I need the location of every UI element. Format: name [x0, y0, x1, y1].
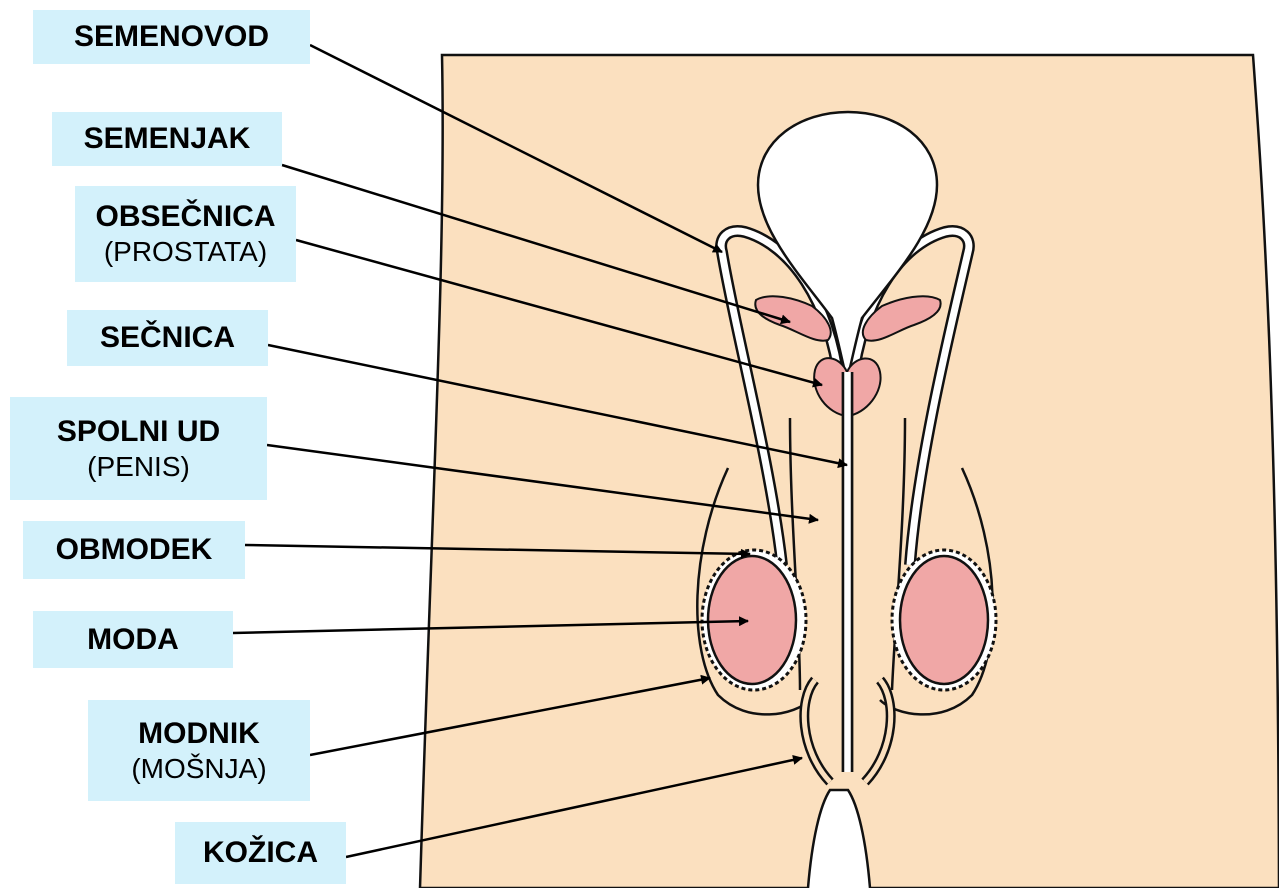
label-modnik-text: MODNIK — [138, 716, 260, 752]
label-secnica-text: SEČNICA — [100, 320, 235, 356]
label-spolni-ud-text: SPOLNI UD — [57, 414, 220, 450]
label-obsecnica-sub: (PROSTATA) — [104, 235, 267, 269]
label-kozica: KOŽICA — [175, 822, 346, 884]
label-modnik-sub: (MOŠNJA) — [131, 752, 266, 786]
testis-right — [892, 550, 996, 690]
label-kozica-text: KOŽICA — [203, 835, 318, 871]
label-modnik: MODNIK (MOŠNJA) — [88, 700, 310, 801]
label-semenjak-text: SEMENJAK — [84, 121, 251, 157]
label-semenovod-text: SEMENOVOD — [74, 19, 269, 55]
label-moda-text: MODA — [87, 622, 179, 658]
label-obmodek-text: OBMODEK — [56, 532, 213, 568]
label-spolni-ud-sub: (PENIS) — [87, 450, 190, 484]
label-obsecnica: OBSEČNICA (PROSTATA) — [75, 186, 296, 282]
label-semenovod: SEMENOVOD — [33, 10, 310, 64]
testis-left — [702, 550, 806, 690]
label-semenjak: SEMENJAK — [52, 112, 282, 166]
label-obsecnica-text: OBSEČNICA — [95, 199, 275, 235]
label-moda: MODA — [33, 611, 233, 668]
label-obmodek: OBMODEK — [23, 521, 245, 579]
label-secnica: SEČNICA — [67, 310, 268, 366]
label-spolni-ud: SPOLNI UD (PENIS) — [10, 397, 267, 500]
